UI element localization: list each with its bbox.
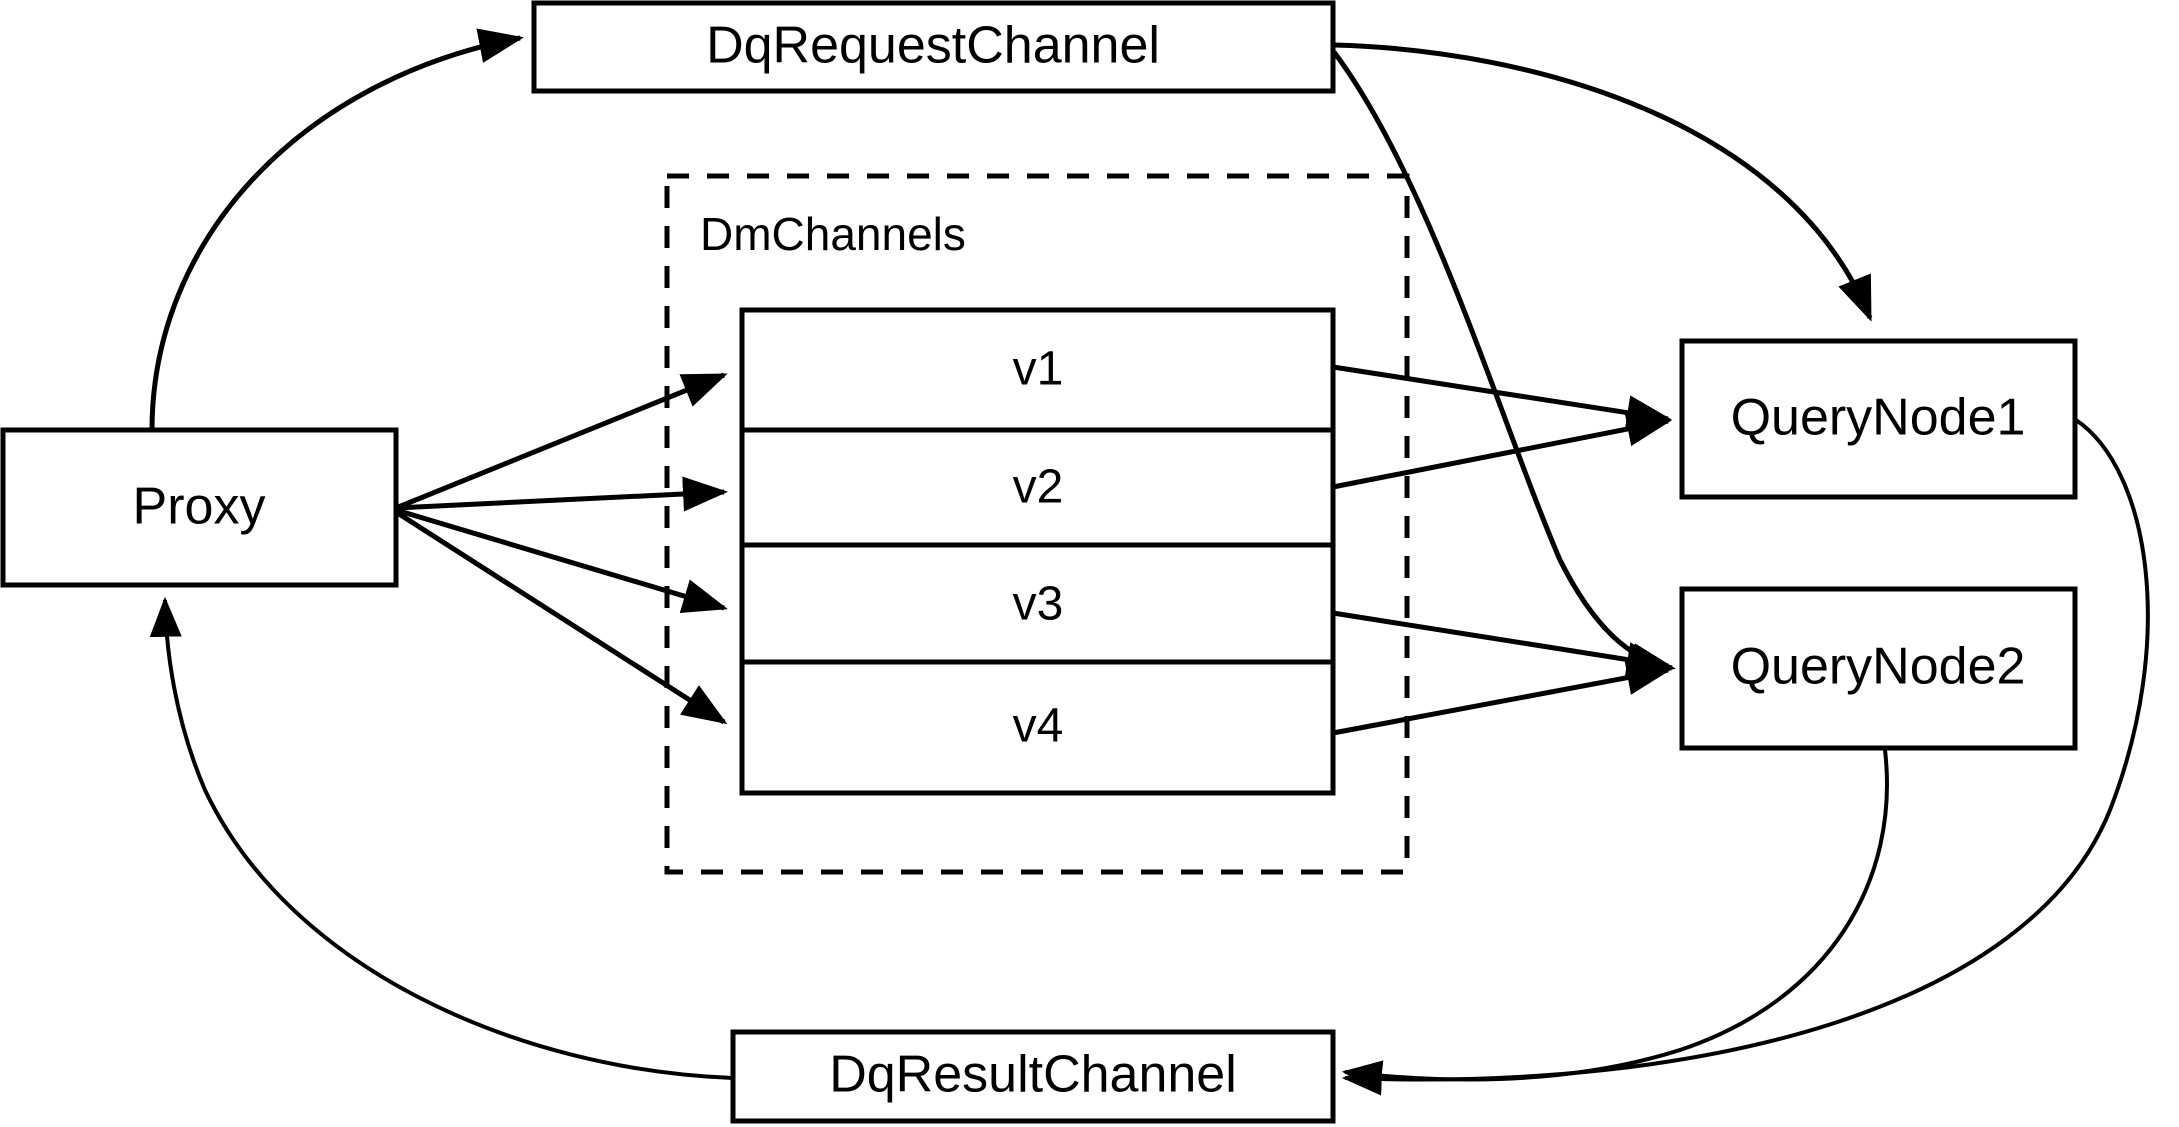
edge-proxy-to-v4 <box>394 509 728 725</box>
edge-query-node-2-to-dq-result-channel <box>1341 749 1889 1093</box>
node-dq-request-channel-label: DqRequestChannel <box>706 17 1160 75</box>
edge-proxy-to-v1 <box>395 372 728 511</box>
edge-v3-to-query-node-2 <box>1332 610 1672 677</box>
edge-proxy-to-dq-request-channel <box>149 28 524 431</box>
node-proxy[interactable]: Proxy <box>0 427 399 588</box>
edge-proxy-to-v2 <box>395 476 728 512</box>
edge-proxy-to-v3 <box>395 507 728 614</box>
node-query-node-2-label: QueryNode2 <box>1731 638 2026 696</box>
node-dq-result-channel[interactable]: DqResultChannel <box>730 1029 1336 1124</box>
edge-dq-result-channel-to-proxy <box>149 596 734 1080</box>
dm-channel-row-v2[interactable]: v2 <box>1013 461 1064 514</box>
edge-v1-to-query-node-1 <box>1332 364 1672 431</box>
edge-dq-request-channel-to-query-node-2 <box>1331 50 1676 678</box>
node-query-node-1[interactable]: QueryNode1 <box>1679 338 2078 500</box>
edge-query-node-1-to-dq-result-channel <box>1341 418 2150 1096</box>
node-proxy-label: Proxy <box>133 478 266 536</box>
edge-dq-request-channel-to-query-node-1 <box>1333 42 1873 322</box>
dm-channels-table: v1 v2 v3 v4 <box>739 307 1336 796</box>
node-dq-result-channel-label: DqResultChannel <box>829 1046 1237 1104</box>
node-query-node-1-label: QueryNode1 <box>1731 389 2026 447</box>
dm-channels-label: DmChannels <box>700 208 966 260</box>
dm-channel-row-v1[interactable]: v1 <box>1013 343 1064 396</box>
node-query-node-2[interactable]: QueryNode2 <box>1679 586 2078 751</box>
dm-channels-group: DmChannels <box>664 173 1410 875</box>
dm-channel-row-v4[interactable]: v4 <box>1013 700 1064 753</box>
node-dq-request-channel[interactable]: DqRequestChannel <box>531 0 1336 94</box>
edge-v2-to-query-node-1 <box>1332 411 1672 490</box>
dm-channel-row-v3[interactable]: v3 <box>1013 578 1064 631</box>
edge-v4-to-query-node-2 <box>1332 660 1672 736</box>
